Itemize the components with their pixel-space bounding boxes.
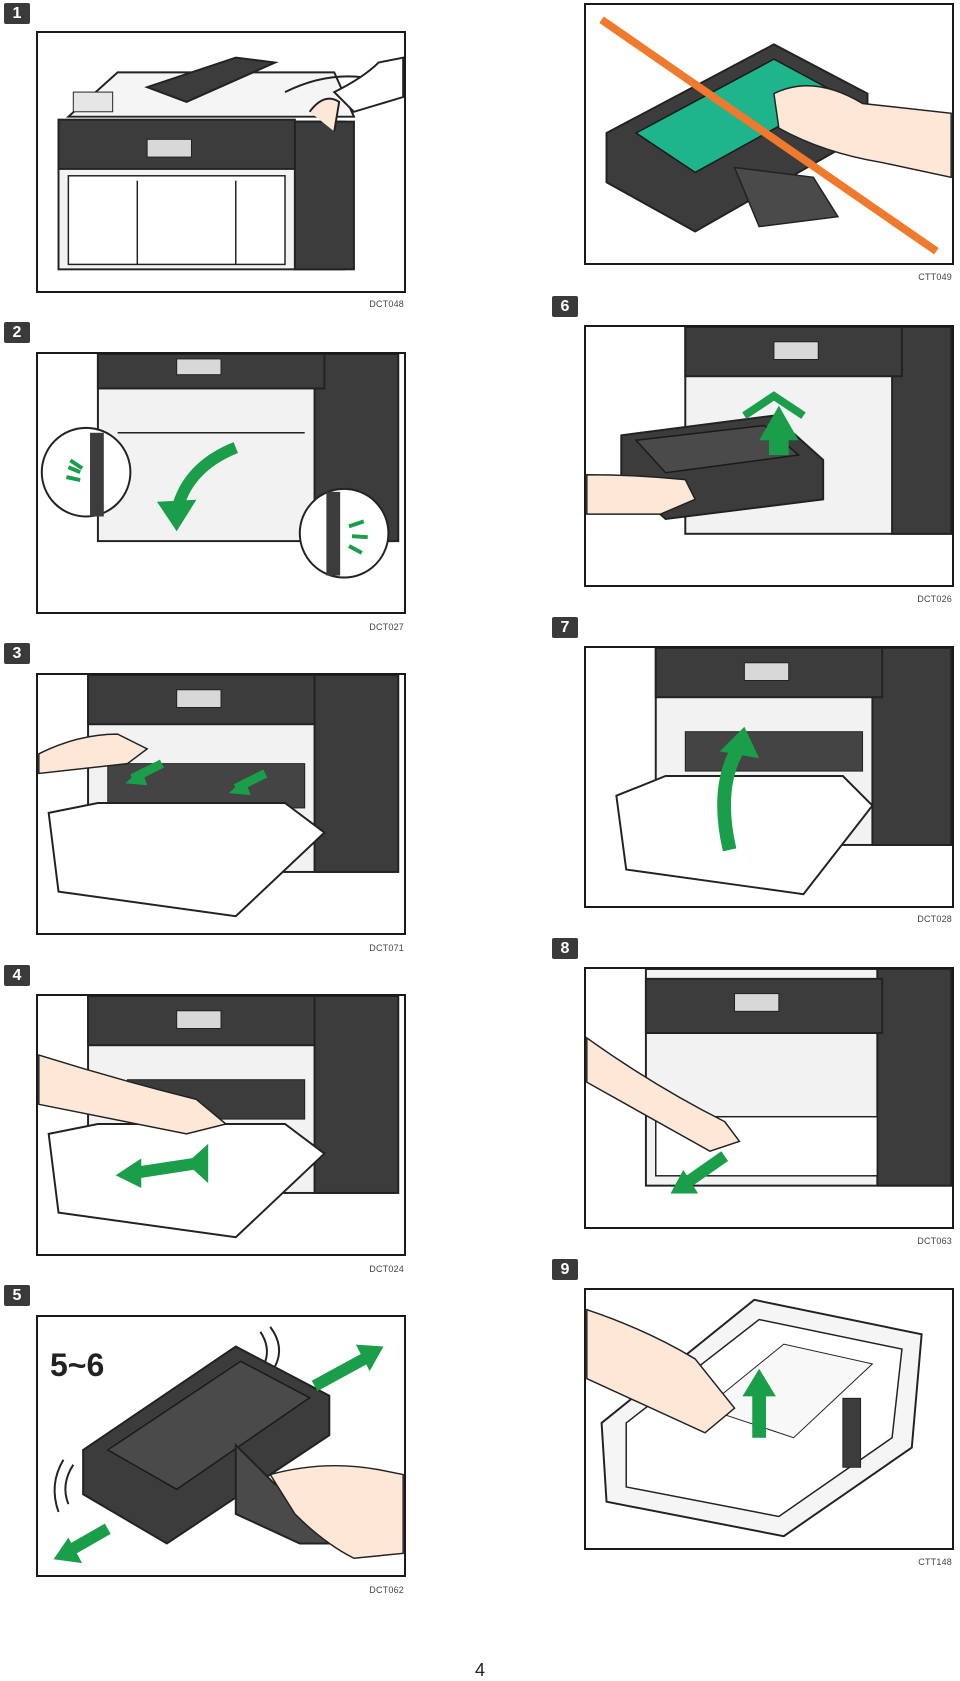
figure-code: DCT062 xyxy=(369,1585,404,1595)
figure-code: DCT063 xyxy=(917,1236,952,1246)
release-levers-illustration xyxy=(38,675,400,918)
step-badge-4: 4 xyxy=(4,965,30,986)
repeat-count-label: 5~6 xyxy=(50,1347,105,1383)
step-2-illustration xyxy=(36,352,406,614)
printer-with-adf-illustration xyxy=(57,56,404,271)
figure-code: CTT049 xyxy=(918,272,952,282)
step-badge-8: 8 xyxy=(552,938,578,959)
figure-code: DCT028 xyxy=(917,914,952,924)
step-badge-6: 6 xyxy=(552,296,578,317)
step-badge-7: 7 xyxy=(552,617,578,638)
close-front-cover-illustration xyxy=(615,648,952,896)
step-1-illustration xyxy=(36,31,406,293)
figure-code: DCT027 xyxy=(369,622,404,632)
step-6-illustration xyxy=(584,325,954,587)
do-not-touch-illustration xyxy=(584,3,954,265)
step-3-illustration xyxy=(36,673,406,935)
page-number: 4 xyxy=(474,1660,485,1680)
step-4-illustration xyxy=(36,994,406,1256)
front-cover-open-illustration xyxy=(40,354,400,579)
step-badge-1: 1 xyxy=(4,3,30,24)
figure-code: CTT148 xyxy=(918,1557,952,1567)
figure-code: DCT026 xyxy=(917,594,952,604)
step-7-illustration xyxy=(584,646,954,908)
cartridge-no-touch-illustration xyxy=(599,16,952,255)
step-badge-2: 2 xyxy=(4,322,30,343)
pull-out-tray-illustration xyxy=(586,969,952,1194)
shake-cartridge-illustration xyxy=(53,1326,404,1564)
figure-code: DCT048 xyxy=(369,299,404,309)
step-badge-9: 9 xyxy=(552,1259,578,1280)
step-8-illustration xyxy=(584,967,954,1229)
step-9-illustration xyxy=(584,1288,954,1550)
figure-code: DCT024 xyxy=(369,1264,404,1274)
paper-tray-illustration xyxy=(586,1298,923,1538)
step-badge-3: 3 xyxy=(4,643,30,664)
figure-code: DCT071 xyxy=(369,943,404,953)
remove-cartridge-illustration xyxy=(38,996,400,1239)
insert-cartridge-illustration xyxy=(586,327,952,535)
step-badge-5: 5 xyxy=(4,1285,30,1306)
step-5-illustration: 5~6 xyxy=(36,1315,406,1577)
